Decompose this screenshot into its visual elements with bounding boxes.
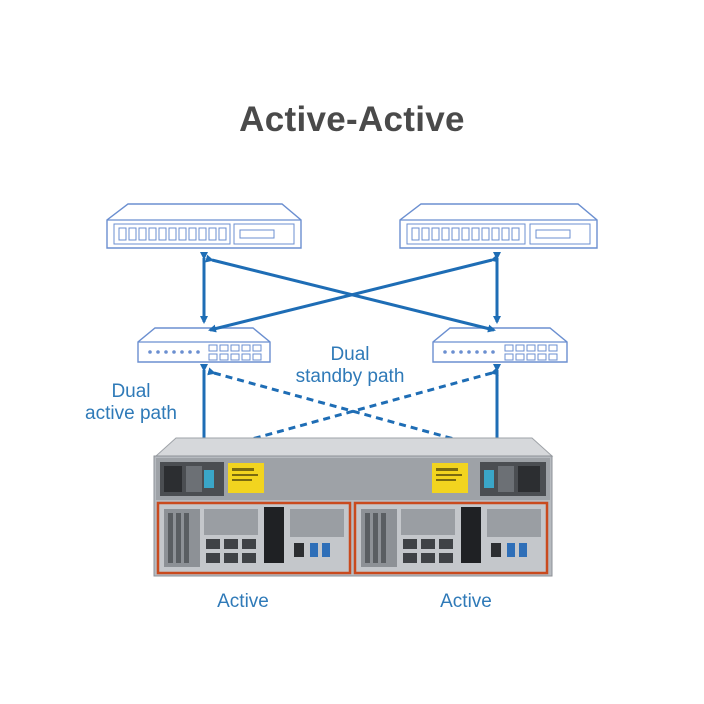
switch-left [137, 327, 271, 363]
label-sticker-left [228, 463, 264, 493]
label-line: standby path [295, 366, 405, 387]
server-left [106, 203, 302, 249]
controller-left [156, 501, 352, 575]
label-dual-standby-path: Dual standby path [280, 344, 420, 388]
diagram-title: Active-Active [239, 100, 465, 139]
label-sticker-right [432, 463, 468, 493]
server-right [399, 203, 598, 249]
active-links-top [200, 252, 501, 333]
psu-right [480, 462, 546, 496]
label-line: Dual [111, 381, 151, 402]
label-controller-left: Active [217, 591, 269, 612]
label-line: active path [85, 403, 177, 424]
storage-enclosure [153, 437, 554, 577]
standby-links [207, 367, 499, 453]
controller-right [353, 501, 549, 575]
label-controller-right: Active [440, 591, 492, 612]
label-line: Dual [330, 344, 370, 365]
psu-left [160, 462, 224, 496]
switch-right [432, 327, 568, 363]
label-dual-active-path: Dual active path [66, 381, 196, 425]
